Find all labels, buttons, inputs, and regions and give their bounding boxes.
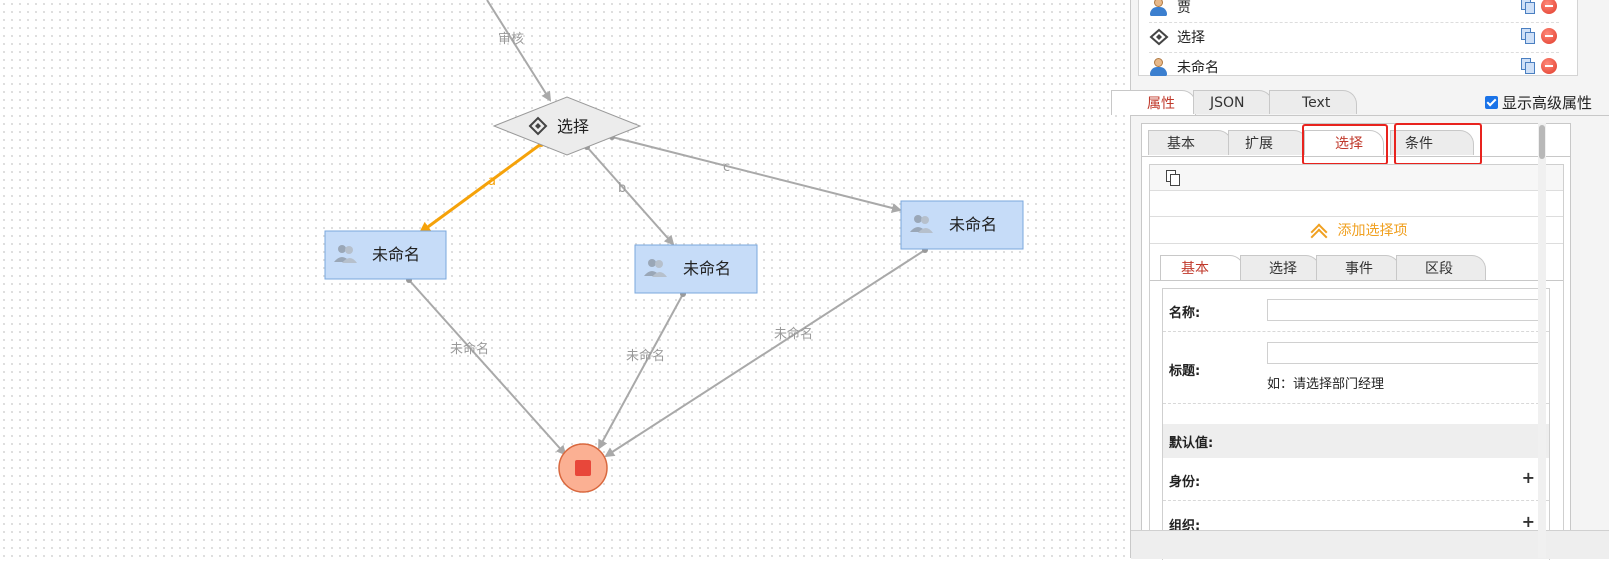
spacer-row bbox=[1163, 404, 1549, 424]
user-icon bbox=[1149, 58, 1169, 76]
title-row: 标题: 如：请选择部门经理 bbox=[1163, 332, 1549, 404]
name-input[interactable] bbox=[1267, 299, 1545, 321]
tab-detail-basic[interactable]: 基本 bbox=[1160, 255, 1244, 280]
flow-diagram: 审核 a b c 未命名 未命名 未命名 选择 bbox=[324, 0, 1024, 493]
edge-top-label: 审核 bbox=[498, 32, 524, 47]
copy-icon[interactable] bbox=[1166, 170, 1180, 186]
properties-content: 基本 扩展 选择 条件 添加选择项 基本 选择 事件 区段 bbox=[1141, 123, 1571, 560]
task-node-right-label: 未命名 bbox=[949, 215, 997, 234]
edge-top[interactable] bbox=[486, 0, 552, 102]
scrollbar[interactable] bbox=[1538, 123, 1546, 558]
choice-items-area[interactable] bbox=[1150, 191, 1563, 217]
edge-e1-label: 未命名 bbox=[450, 341, 489, 357]
tab-choice[interactable]: 选择 bbox=[1304, 130, 1384, 155]
tab-detail-choice[interactable]: 选择 bbox=[1240, 255, 1320, 280]
tab-detail-section[interactable]: 区段 bbox=[1396, 255, 1486, 280]
sub-tabs: 基本 扩展 选择 条件 bbox=[1142, 130, 1570, 156]
stop-icon bbox=[575, 460, 591, 476]
default-section-header: 默认值: bbox=[1163, 424, 1549, 458]
highlight-box-choice bbox=[1302, 124, 1388, 165]
title-input[interactable] bbox=[1267, 342, 1545, 364]
list-item[interactable]: 贾 bbox=[1149, 0, 1559, 23]
choice-icon bbox=[1149, 28, 1169, 46]
main-tabs: 属性 JSON Text 显示高级属性 bbox=[1111, 90, 1609, 116]
identity-row: 身份: + bbox=[1163, 458, 1549, 501]
choice-form: 名称: 标题: 如：请选择部门经理 默认值: 身份: + 组织: + bbox=[1162, 288, 1550, 560]
add-choice-label: 添加选择项 bbox=[1337, 223, 1408, 239]
name-row: 名称: bbox=[1163, 289, 1549, 332]
tab-basic[interactable]: 基本 bbox=[1148, 130, 1232, 155]
status-bar bbox=[1131, 530, 1609, 559]
title-hint: 如：请选择部门经理 bbox=[1267, 377, 1385, 392]
choice-editor: 添加选择项 基本 选择 事件 区段 名称: 标题: 如：请选择部门经理 bbox=[1149, 164, 1564, 560]
copy-icon[interactable] bbox=[1521, 28, 1535, 44]
edge-c-label: c bbox=[723, 160, 730, 175]
name-label: 名称: bbox=[1169, 306, 1201, 321]
flow-canvas[interactable]: 审核 a b c 未命名 未命名 未命名 选择 bbox=[0, 0, 1130, 558]
task-node-middle[interactable]: 未命名 bbox=[634, 244, 758, 294]
edge-e3[interactable] bbox=[604, 249, 926, 458]
end-node[interactable] bbox=[558, 443, 608, 493]
list-item[interactable]: 未命名 bbox=[1149, 52, 1559, 82]
properties-panel: 贾 选择 未命名 属性 JSON T bbox=[1111, 0, 1609, 560]
advanced-toggle[interactable]: 显示高级属性 bbox=[1484, 92, 1592, 113]
delete-icon[interactable] bbox=[1541, 28, 1557, 44]
choice-node[interactable]: 选择 bbox=[492, 96, 642, 156]
add-choice-button[interactable]: 添加选择项 bbox=[1150, 217, 1563, 244]
tab-condition[interactable]: 条件 bbox=[1390, 130, 1474, 155]
task-node-middle-label: 未命名 bbox=[683, 259, 731, 278]
edge-e2-label: 未命名 bbox=[626, 348, 665, 364]
task-node-left-label: 未命名 bbox=[372, 245, 420, 264]
highlight-box-condition bbox=[1394, 123, 1482, 165]
edge-c[interactable] bbox=[611, 136, 902, 213]
choice-node-label: 选择 bbox=[557, 117, 589, 136]
identity-label: 身份: bbox=[1169, 475, 1201, 490]
detail-tabs-divider bbox=[1150, 280, 1563, 281]
list-item-label: 贾 bbox=[1177, 0, 1191, 16]
task-node-left[interactable]: 未命名 bbox=[324, 230, 447, 280]
list-item[interactable]: 选择 bbox=[1149, 22, 1559, 53]
tab-json[interactable]: JSON bbox=[1193, 90, 1273, 114]
copy-icon[interactable] bbox=[1521, 58, 1535, 74]
users-icon bbox=[334, 245, 357, 263]
edge-e3-label: 未命名 bbox=[774, 326, 813, 342]
tab-properties[interactable]: 属性 bbox=[1111, 90, 1196, 115]
choice-icon bbox=[528, 116, 548, 136]
list-item-label: 选择 bbox=[1177, 30, 1205, 46]
title-label: 标题: bbox=[1169, 364, 1201, 379]
tabs-divider bbox=[1131, 115, 1609, 116]
add-identity-button[interactable]: + bbox=[1521, 468, 1535, 487]
users-icon bbox=[910, 215, 933, 233]
scrollbar-thumb[interactable] bbox=[1539, 125, 1545, 159]
copy-icon[interactable] bbox=[1521, 0, 1535, 14]
edge-a[interactable] bbox=[418, 142, 542, 234]
list-item-label: 未命名 bbox=[1177, 60, 1219, 76]
double-chevron-up-icon bbox=[1306, 223, 1332, 237]
delete-icon[interactable] bbox=[1541, 58, 1557, 74]
add-org-button[interactable]: + bbox=[1521, 512, 1535, 531]
edge-a-label: a bbox=[488, 174, 496, 189]
node-list: 贾 选择 未命名 bbox=[1138, 0, 1578, 76]
detail-tabs: 基本 选择 事件 区段 bbox=[1160, 255, 1555, 281]
tab-text[interactable]: Text bbox=[1269, 90, 1357, 114]
edge-e2[interactable] bbox=[598, 293, 684, 450]
tab-detail-event[interactable]: 事件 bbox=[1316, 255, 1400, 280]
advanced-checkbox[interactable] bbox=[1484, 96, 1498, 109]
user-icon bbox=[1149, 0, 1169, 16]
task-node-right[interactable]: 未命名 bbox=[900, 200, 1024, 250]
advanced-toggle-label: 显示高级属性 bbox=[1501, 94, 1592, 112]
edge-b-label: b bbox=[618, 181, 626, 196]
sub-tabs-divider bbox=[1142, 156, 1570, 157]
users-icon bbox=[644, 259, 667, 277]
choice-toolbar bbox=[1150, 165, 1563, 191]
edge-e1[interactable] bbox=[408, 279, 567, 456]
tab-extend[interactable]: 扩展 bbox=[1228, 130, 1308, 155]
delete-icon[interactable] bbox=[1541, 0, 1557, 14]
edge-b[interactable] bbox=[586, 146, 675, 246]
